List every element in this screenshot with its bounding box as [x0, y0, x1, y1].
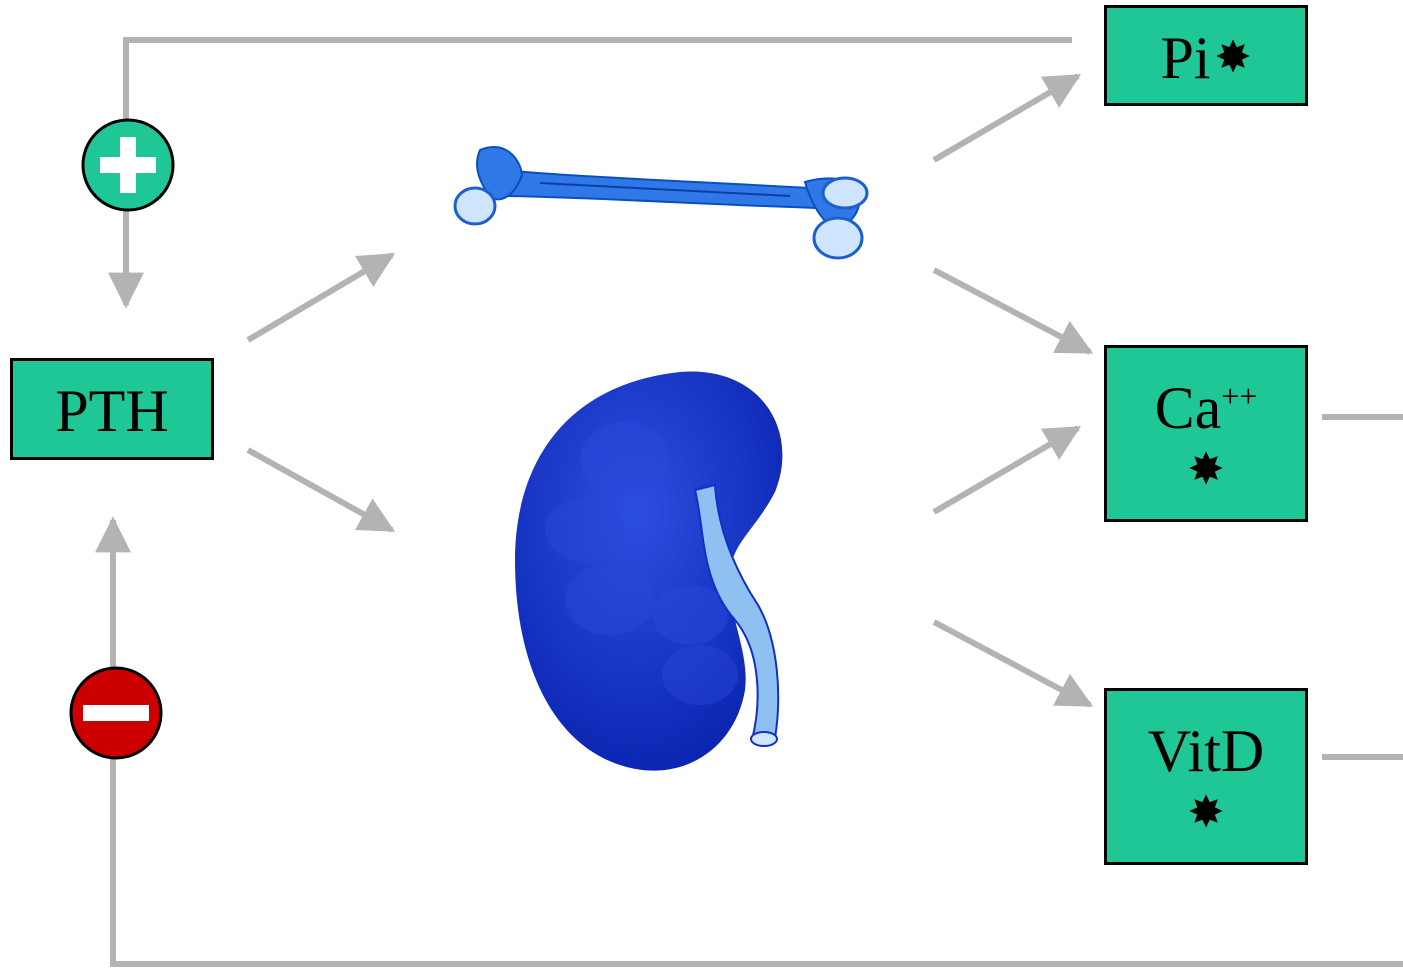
arrow-pth-to-kidney	[248, 450, 392, 530]
arrow-bone-to-pi	[934, 76, 1078, 160]
calcium-box: Ca++ ✸	[1104, 345, 1308, 522]
arrow-bone-to-ca	[934, 270, 1090, 352]
star-icon: ✸	[1107, 448, 1305, 492]
pth-box: PTH	[10, 358, 214, 460]
pi-label: Pi	[1161, 28, 1211, 88]
minus-icon	[71, 668, 161, 758]
bone-icon	[455, 147, 867, 258]
calcium-superscript: ++	[1221, 378, 1257, 414]
star-icon: ✸	[1107, 791, 1305, 835]
arrow-kidney-to-vitd	[934, 622, 1090, 705]
pth-label: PTH	[13, 381, 211, 441]
arrow-pth-to-bone	[248, 255, 392, 340]
positive-feedback-loop	[126, 40, 1072, 305]
calcium-label: Ca++	[1107, 378, 1305, 438]
vitd-label: VitD	[1107, 721, 1305, 781]
star-icon: ✸	[1215, 36, 1252, 80]
vitd-box: VitD ✸	[1104, 688, 1308, 865]
plus-icon	[83, 120, 173, 210]
pi-box: Pi ✸	[1104, 5, 1308, 106]
arrow-kidney-to-ca	[934, 428, 1078, 512]
kidney-icon	[515, 371, 782, 770]
